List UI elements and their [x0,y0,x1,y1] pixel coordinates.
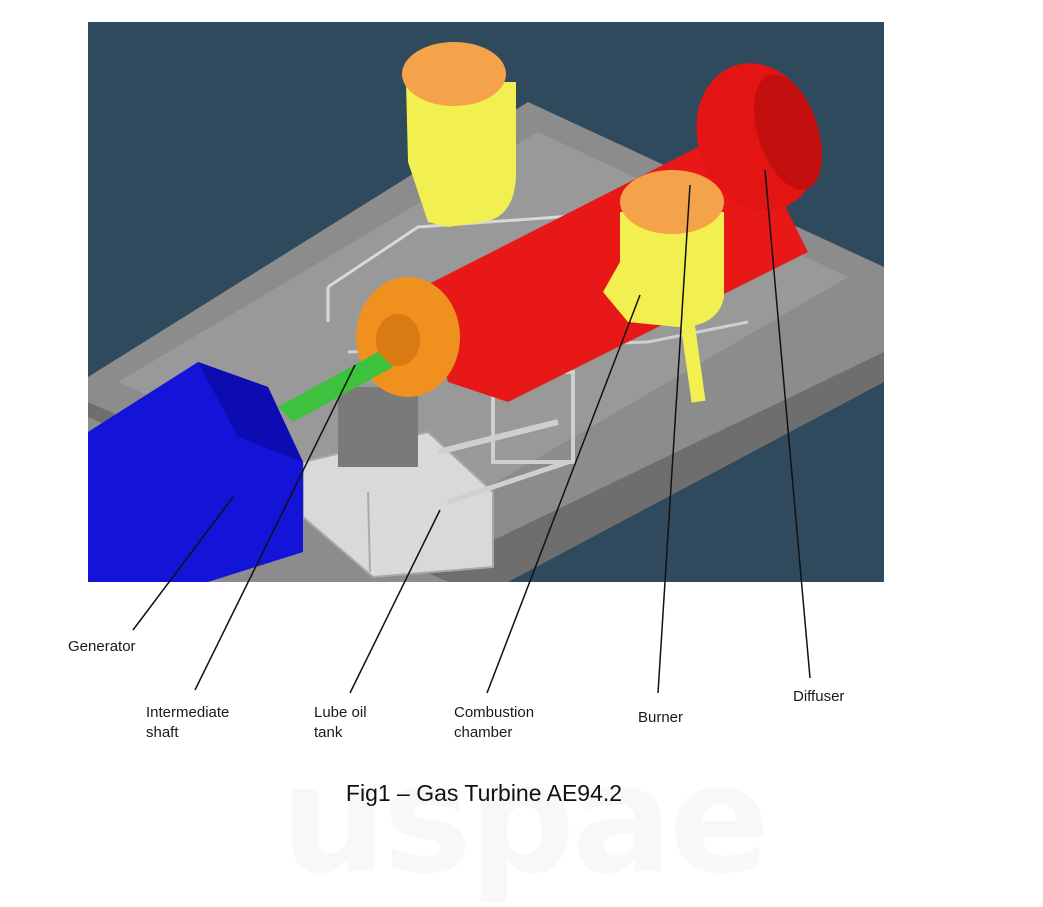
combustion-chamber-left [406,82,516,227]
label-combustion-chamber: Combustion chamber [454,704,535,741]
equipment-block [338,387,418,467]
label-diffuser: Diffuser [793,688,845,705]
label-lube-oil-tank: Lube oil tank [314,704,367,741]
gas-turbine-illustration [88,22,884,582]
label-intermediate-shaft: Intermediate shaft [146,704,230,741]
watermark-logo: uspae [280,733,770,907]
figure-caption: Fig1 – Gas Turbine AE94.2 [345,780,623,806]
burner-cap-right [620,170,724,234]
burner-cap-left [402,42,506,106]
label-generator: Generator [68,638,136,655]
label-burner: Burner [638,709,684,726]
